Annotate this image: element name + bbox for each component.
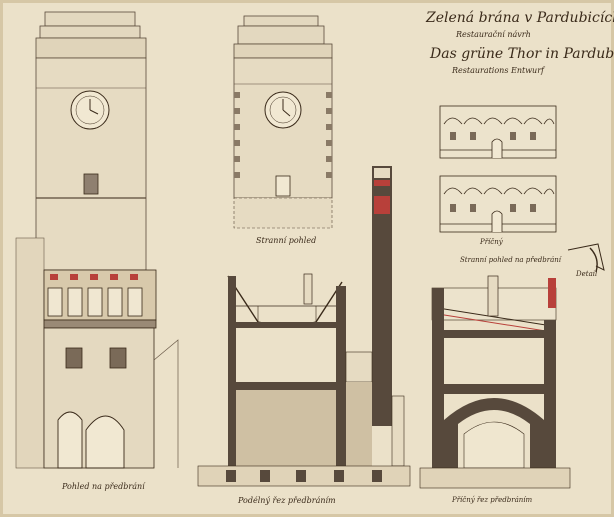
gallery-details xyxy=(439,105,605,273)
title-czech: Zelená brána v Pardubicích xyxy=(426,10,614,26)
transverse-section xyxy=(419,275,571,489)
subtitle-czech: Restaurační návrh xyxy=(456,30,531,39)
caption-longitudinal-section: Podélný řez předbráním xyxy=(238,496,336,505)
side-tower-elevation xyxy=(233,15,333,229)
caption-side-from-gate: Stranní pohled na předbrání xyxy=(460,256,562,264)
caption-front-elevation: Pohled na předbrání xyxy=(62,482,145,491)
subtitle-german: Restaurations Entwurf xyxy=(452,66,544,75)
caption-transverse-section: Příčný řez předbráním xyxy=(452,496,533,504)
front-tower-elevation xyxy=(15,11,179,469)
caption-side-elevation: Stranní pohled xyxy=(256,236,317,245)
longitudinal-section xyxy=(197,166,411,487)
title-german: Das grüne Thor in Pardubic xyxy=(430,46,614,62)
caption-detail: Detail xyxy=(576,270,598,278)
caption-cross-section-small: Příčný xyxy=(480,238,503,246)
